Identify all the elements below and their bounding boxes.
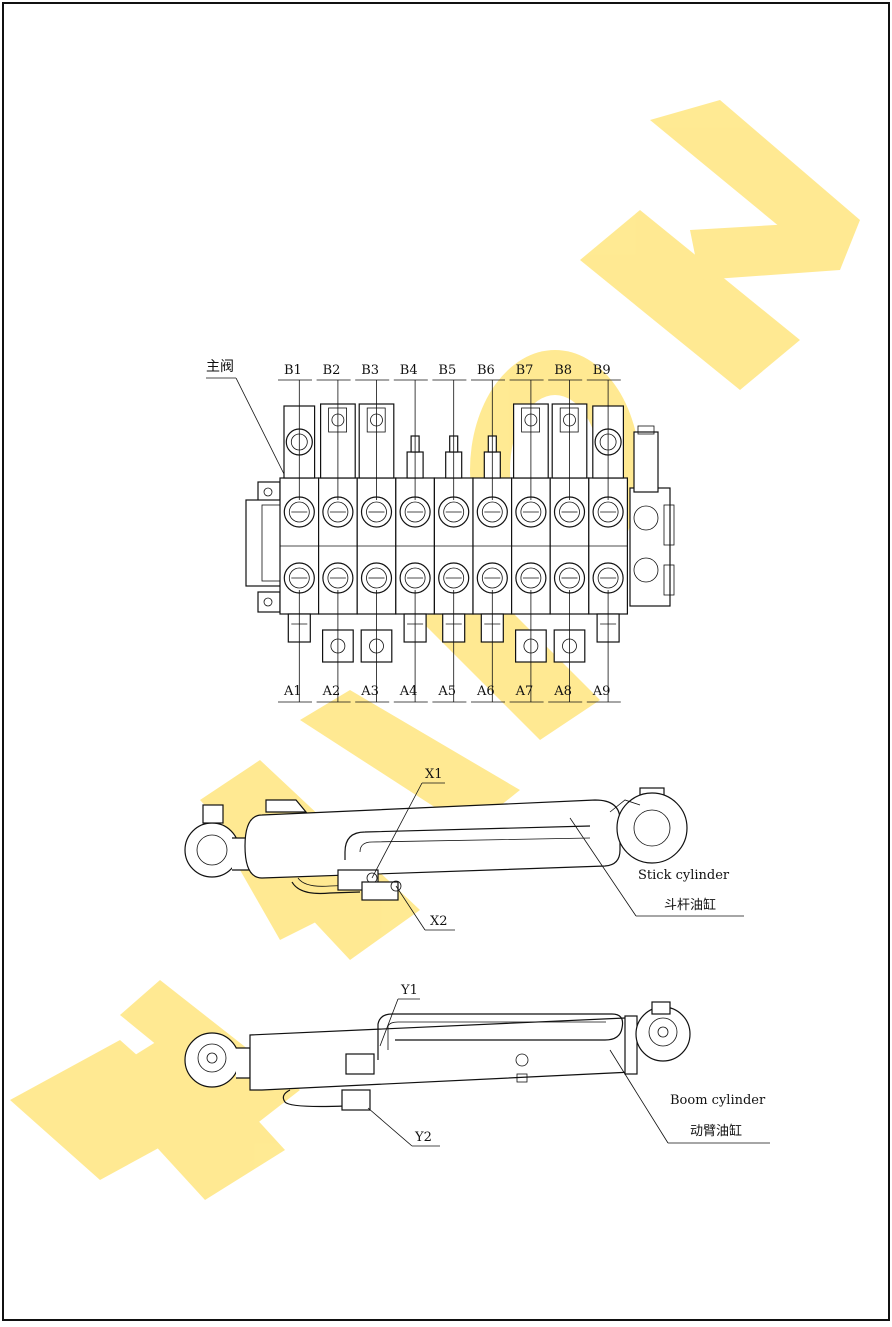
boom-name-leader bbox=[609, 1049, 669, 1144]
valve-port-label-top: B3 bbox=[361, 363, 379, 378]
valve-port-label-top: B5 bbox=[438, 363, 456, 378]
valve-port-label-top: B2 bbox=[323, 363, 341, 378]
stick-cylinder: X1 X2 Stick cylinder 斗杆油缸 bbox=[184, 767, 744, 931]
boom-port-y2-block bbox=[341, 1089, 371, 1111]
valve-port-label-bottom: A6 bbox=[476, 684, 495, 699]
valve-section bbox=[318, 403, 358, 663]
stick-port-x2-block bbox=[361, 881, 399, 901]
valve-port-label-top: B6 bbox=[477, 363, 495, 378]
boom-cylinder: Y1 Y2 Boom cylinder 动臂油缸 bbox=[184, 983, 770, 1147]
main-valve-leader bbox=[235, 377, 291, 487]
boom-cylinder-tube-lower bbox=[282, 1089, 346, 1108]
valve-port-label-top: B7 bbox=[516, 363, 534, 378]
stick-name-leader bbox=[569, 817, 637, 917]
valve-port-label-top: B1 bbox=[284, 363, 302, 378]
x2-leader bbox=[395, 885, 426, 931]
x1-leader bbox=[371, 782, 423, 879]
valve-port-label-bottom: A4 bbox=[399, 684, 418, 699]
stick-cylinder-tube-lower bbox=[291, 881, 361, 895]
stick-cylinder-bracket bbox=[265, 799, 308, 813]
boom-cylinder-rod bbox=[236, 1047, 251, 1079]
valve-port-label-top: B8 bbox=[554, 363, 572, 378]
boom-cylinder-name-en: Boom cylinder bbox=[670, 1093, 766, 1108]
valve-port-label-bottom: A1 bbox=[283, 684, 302, 699]
boom-cylinder-head-eye bbox=[635, 1001, 691, 1062]
valve-inlet-block bbox=[245, 481, 283, 613]
boom-port-y1-label: Y1 bbox=[400, 983, 418, 998]
valve-port-label-bottom: A5 bbox=[437, 684, 456, 699]
boom-cylinder-port-boss bbox=[515, 1053, 529, 1067]
boom-port-y1-block bbox=[345, 1053, 375, 1075]
valve-port-label-top: B4 bbox=[400, 363, 418, 378]
boom-cylinder-name-cn: 动臂油缸 bbox=[690, 1123, 742, 1139]
y2-leader bbox=[367, 1107, 413, 1147]
stick-cylinder-tube-upper bbox=[344, 825, 591, 860]
valve-port-label-bottom: A7 bbox=[515, 684, 534, 699]
stick-cylinder-name-en: Stick cylinder bbox=[638, 868, 730, 883]
valve-port-label-bottom: A8 bbox=[553, 684, 572, 699]
boom-port-y2-label: Y2 bbox=[414, 1130, 432, 1145]
valve-port-label-bottom: A9 bbox=[592, 684, 611, 699]
relief-valve bbox=[633, 431, 659, 493]
stick-cylinder-barrel bbox=[244, 799, 621, 879]
boom-cylinder-rod-eye bbox=[184, 1032, 240, 1088]
valve-port-label-top: B9 bbox=[593, 363, 611, 378]
stick-port-x2-label: X2 bbox=[430, 914, 448, 929]
valve-outlet-block bbox=[629, 425, 675, 607]
main-valve-title: 主阀 bbox=[206, 359, 234, 375]
y1-leader bbox=[379, 998, 399, 1047]
boom-cylinder-barrel bbox=[249, 1017, 633, 1091]
boom-cylinder-tube-upper bbox=[377, 1013, 624, 1060]
valve-port-label-bottom: A3 bbox=[360, 684, 379, 699]
valve-port-label-bottom: A2 bbox=[322, 684, 341, 699]
stick-port-x1-label: X1 bbox=[425, 767, 443, 782]
stick-cylinder-name-cn: 斗杆油缸 bbox=[664, 897, 716, 913]
stick-cylinder-head-eye bbox=[609, 787, 688, 864]
